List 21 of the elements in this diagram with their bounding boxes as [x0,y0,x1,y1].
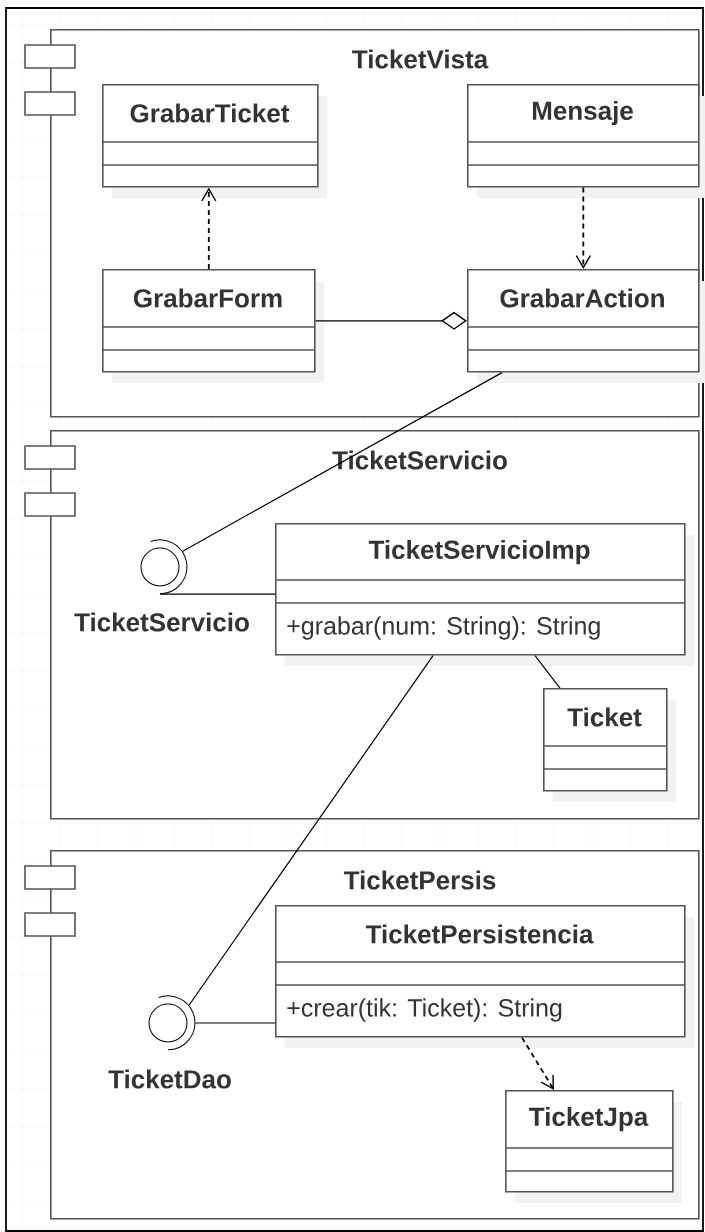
connector [159,593,276,595]
connector [315,311,467,330]
interface-symbol [148,995,196,1051]
connector [181,372,503,552]
connector [188,655,434,1007]
connector [194,1022,276,1024]
connector [521,1036,554,1090]
interface-label: TicketServicio [74,612,249,632]
interface-label: TicketDao [108,1069,231,1089]
class-box: TicketPersistencia +crear(tik: Ticket): String [274,905,694,1048]
class-box: TicketServicioImp +grabar(num: String): String [274,523,694,666]
class-box: TicketJpa [504,1090,682,1203]
class-box: GrabarForm [101,269,324,383]
connector [534,655,561,689]
interface-symbol [140,539,188,595]
connector [575,186,591,269]
class-box: GrabarAction [466,269,705,383]
class-box: GrabarTicket [101,84,327,198]
class-box: Mensaje [466,84,705,198]
connector [201,187,217,270]
class-box: Ticket [542,688,676,802]
